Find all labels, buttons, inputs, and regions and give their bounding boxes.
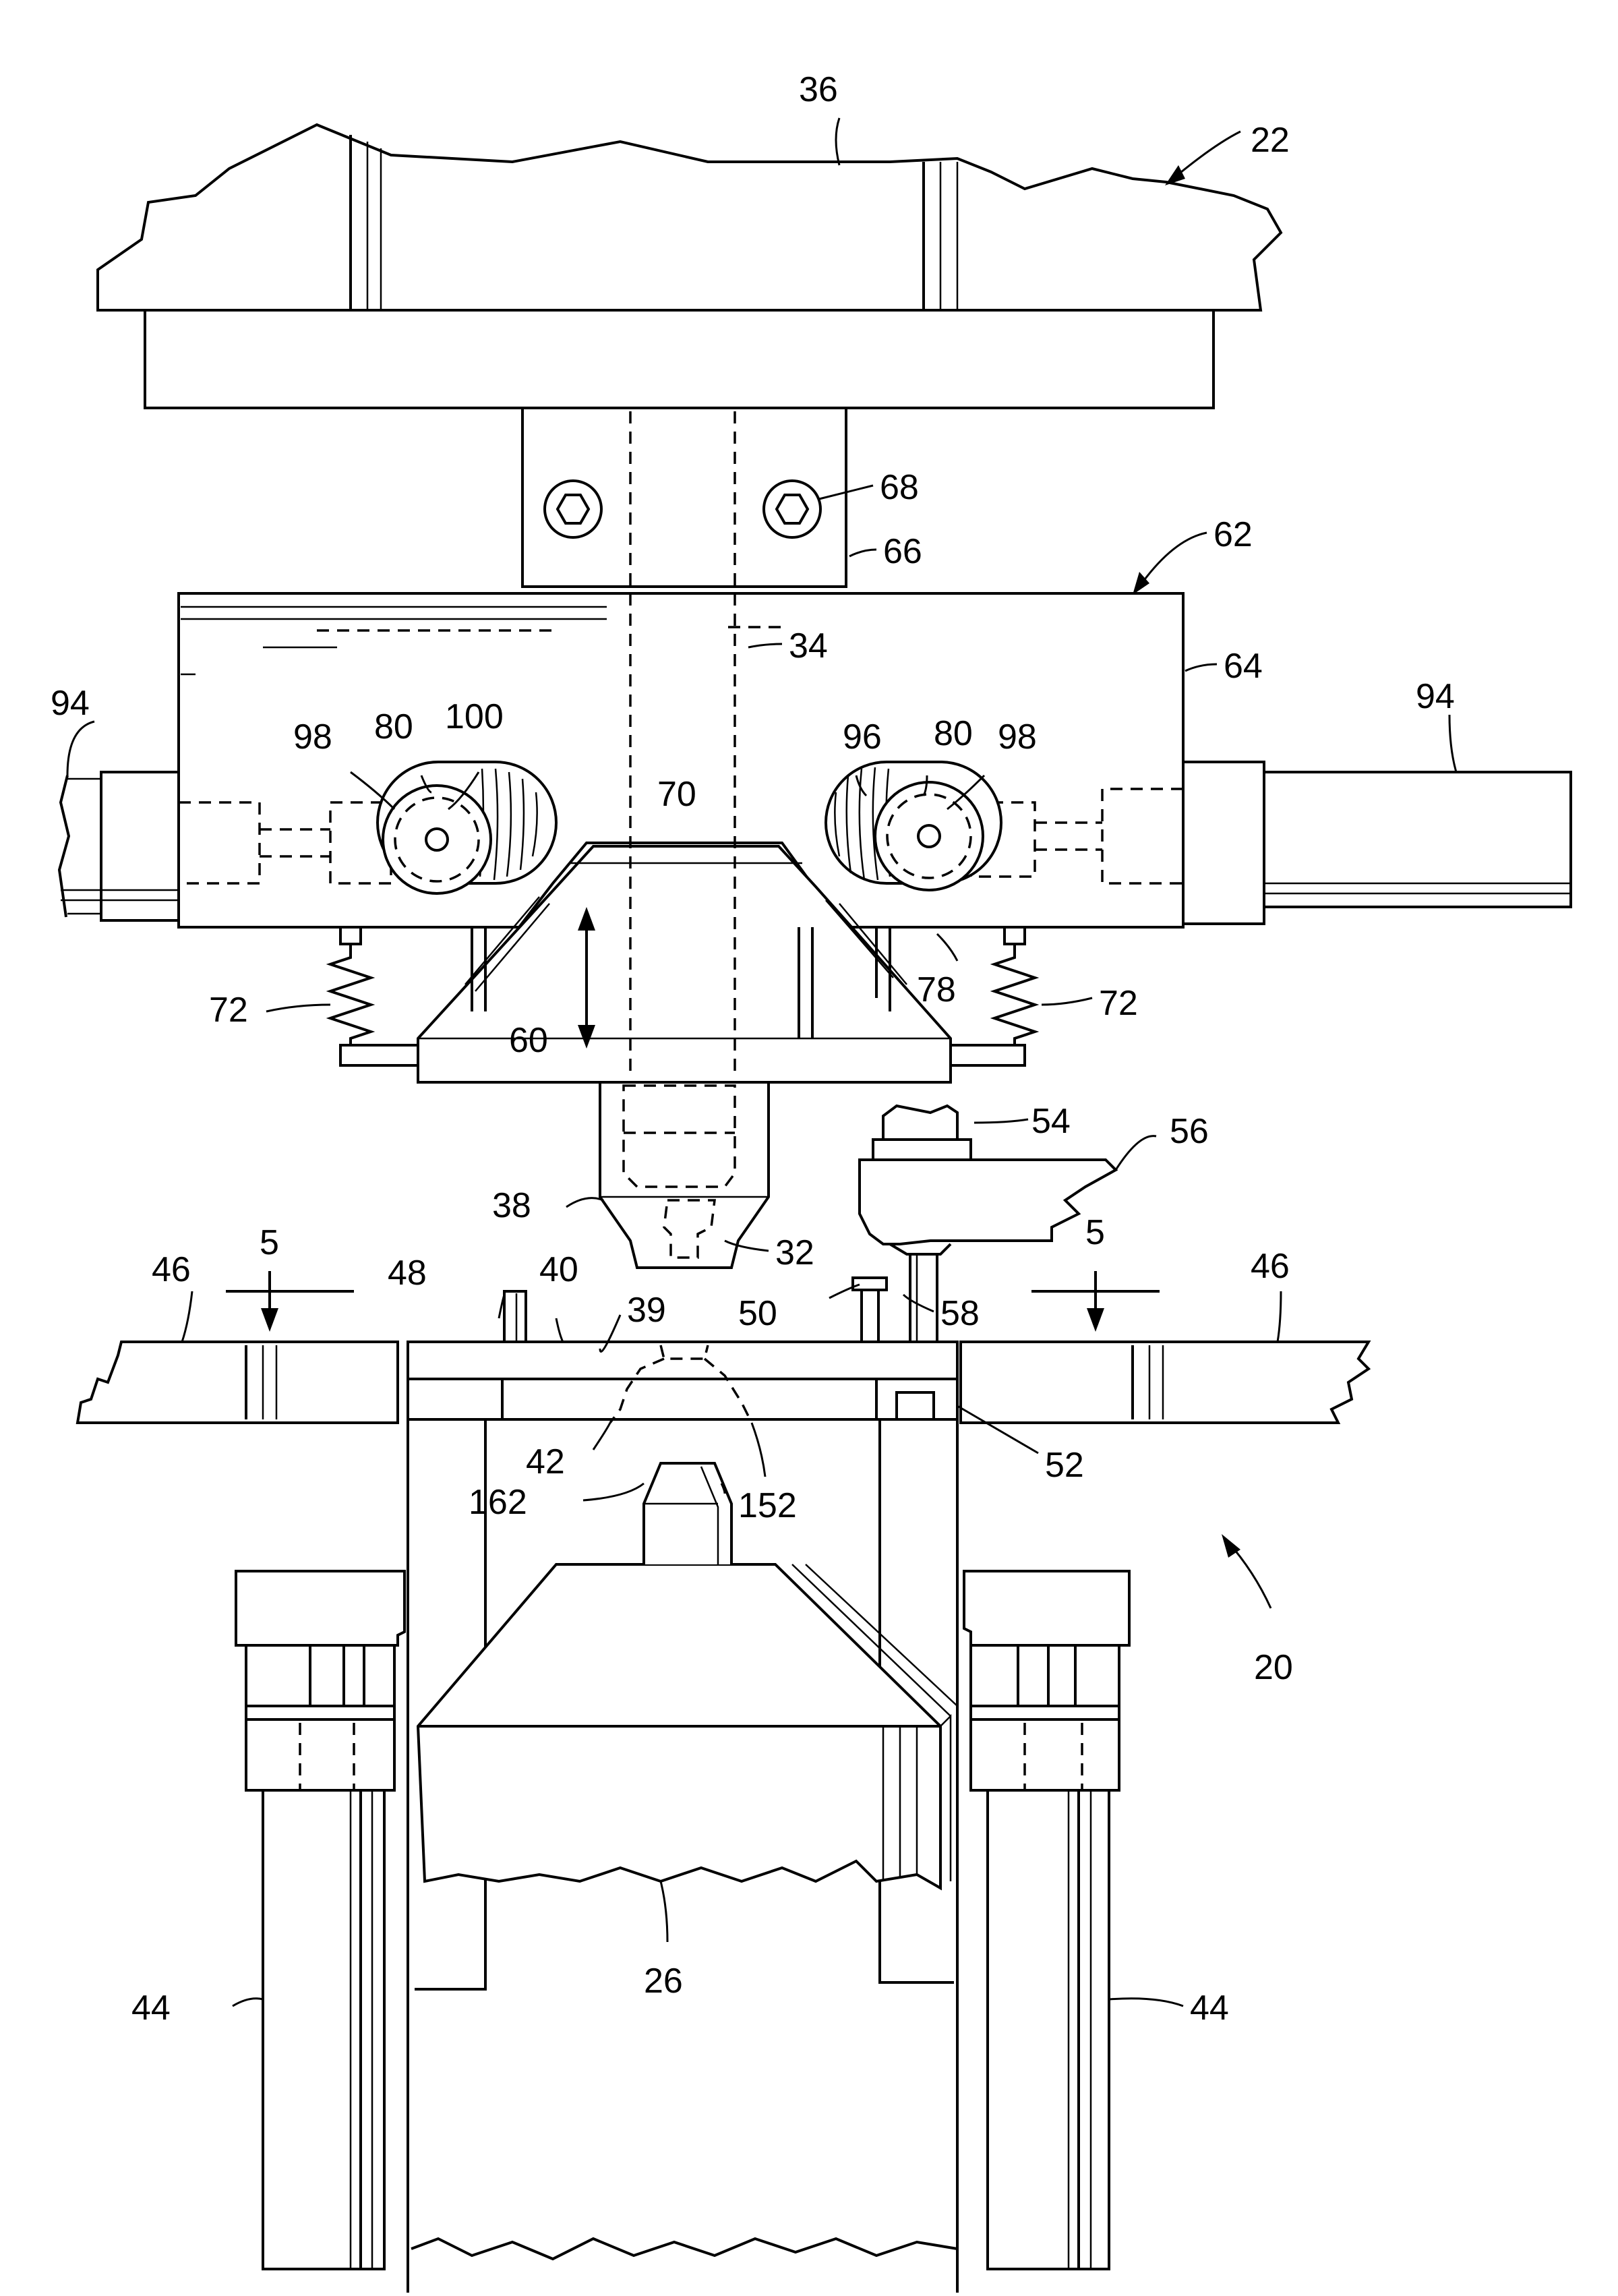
- spring-72-right: [951, 927, 1035, 1065]
- die-plate-40: [408, 1342, 957, 1423]
- label-96: 96: [843, 717, 882, 757]
- column-44-left: [263, 1790, 384, 2269]
- label-44-right: 44: [1190, 1989, 1229, 2028]
- cylinder-94-left: [59, 762, 179, 924]
- label-100: 100: [445, 697, 504, 736]
- label-162: 162: [469, 1483, 527, 1522]
- label-32: 32: [775, 1233, 814, 1272]
- label-20: 20: [1254, 1648, 1293, 1687]
- label-5-left: 5: [260, 1223, 279, 1262]
- label-48: 48: [388, 1254, 427, 1293]
- label-52: 52: [1045, 1446, 1084, 1485]
- label-80-left: 80: [374, 707, 413, 746]
- label-98-left: 98: [293, 717, 332, 757]
- section-arrow-5-right: [1031, 1271, 1160, 1332]
- label-70: 70: [657, 775, 696, 814]
- label-40: 40: [539, 1250, 578, 1289]
- label-54: 54: [1031, 1102, 1071, 1141]
- feed-plate-46-right: [961, 1342, 1369, 1423]
- label-80-right: 80: [934, 714, 973, 753]
- roller-slot-left: [378, 762, 556, 893]
- label-36: 36: [799, 70, 838, 109]
- label-94-left: 94: [51, 684, 90, 723]
- label-98-right: 98: [998, 717, 1037, 757]
- cap-20-left: [236, 1571, 404, 1790]
- label-22: 22: [1251, 121, 1290, 160]
- label-50: 50: [738, 1294, 777, 1333]
- label-46-left: 46: [152, 1250, 191, 1289]
- column-44-right: [988, 1790, 1109, 2269]
- label-56: 56: [1170, 1112, 1209, 1151]
- tool-56: [860, 1106, 1116, 1365]
- label-152: 152: [738, 1486, 797, 1525]
- label-46-right: 46: [1251, 1247, 1290, 1286]
- label-72-right: 72: [1099, 984, 1138, 1023]
- label-38: 38: [492, 1186, 531, 1225]
- label-62: 62: [1214, 515, 1253, 554]
- label-72-left: 72: [209, 991, 248, 1030]
- pin-50: [853, 1278, 887, 1342]
- roller-slot-right: [826, 762, 1001, 890]
- label-60: 60: [509, 1021, 548, 1060]
- label-66: 66: [883, 532, 922, 571]
- cylinder-94-right: [1183, 762, 1571, 924]
- label-26: 26: [644, 1962, 683, 2001]
- label-34: 34: [789, 626, 828, 666]
- label-5-right: 5: [1085, 1213, 1105, 1252]
- label-78: 78: [917, 970, 956, 1009]
- label-94-right: 94: [1416, 677, 1455, 716]
- label-58: 58: [940, 1294, 980, 1333]
- holder-66: [522, 408, 846, 587]
- pin-48: [504, 1291, 526, 1342]
- cap-20-right: [964, 1571, 1129, 1790]
- anvil-26: [418, 1463, 957, 1888]
- upper-head-22: [98, 125, 1281, 408]
- label-42: 42: [526, 1442, 565, 1481]
- label-44-left: 44: [131, 1989, 171, 2028]
- punch-38: [600, 1082, 769, 1268]
- section-arrow-5-left: [226, 1271, 354, 1332]
- label-64: 64: [1224, 647, 1263, 686]
- label-68: 68: [880, 468, 919, 507]
- label-39: 39: [627, 1291, 666, 1330]
- spring-72-left: [330, 927, 418, 1065]
- feed-plate-46-left: [78, 1342, 398, 1423]
